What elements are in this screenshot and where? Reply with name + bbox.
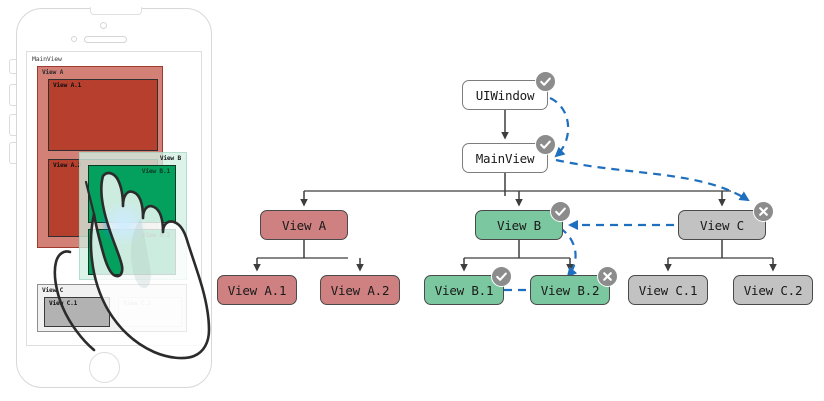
node-view-c1[interactable]: View C.1	[628, 275, 708, 305]
phone-notch	[90, 7, 142, 15]
node-uiwindow[interactable]: UIWindow	[462, 71, 556, 110]
phone-speaker-icon	[84, 36, 127, 43]
node-view-b[interactable]: View B	[475, 201, 571, 240]
cross-badge-icon	[597, 266, 618, 287]
phone-volume-down-button[interactable]	[9, 114, 16, 136]
phone-view-c-label: View C	[42, 287, 64, 294]
node-view-b1[interactable]: View B.1	[424, 266, 512, 305]
phone-view-c1[interactable]: View C.1	[44, 297, 110, 327]
node-view-a2[interactable]: View A.2	[320, 275, 400, 305]
screen-mainview-label: MainView	[32, 55, 62, 63]
phone-camera-icon	[100, 22, 107, 29]
phone-view-a-label: View A	[42, 69, 64, 76]
phone-silent-switch[interactable]	[9, 59, 16, 74]
node-view-b2[interactable]: View B.2	[530, 266, 618, 305]
pointing-hand-illustration	[8, 4, 220, 394]
tree-edges	[253, 96, 777, 296]
check-badge-icon	[550, 201, 571, 222]
node-view-b2-label: View B.2	[540, 282, 600, 298]
phone-mockup: MainView View A View A.1 View A.2 View C…	[8, 4, 220, 394]
phone-view-c1-label: View C.1	[49, 300, 78, 307]
phone-home-button[interactable]	[89, 352, 120, 383]
phone-sensor-icon	[71, 36, 77, 42]
phone-view-b1-label: View B.1	[141, 168, 170, 175]
node-uiwindow-label: UIWindow	[475, 87, 535, 103]
phone-side-button[interactable]	[9, 142, 16, 164]
node-view-a1-label: View A.1	[227, 282, 287, 298]
node-view-b-label: View B	[497, 217, 541, 233]
node-view-a[interactable]: View A	[260, 210, 348, 240]
cross-badge-icon	[753, 201, 774, 222]
node-view-c[interactable]: View C	[678, 201, 774, 240]
phone-view-a1-label: View A.1	[53, 82, 82, 89]
phone-view-a1[interactable]: View A.1	[48, 79, 158, 151]
node-view-a1[interactable]: View A.1	[217, 275, 297, 305]
node-mainview[interactable]: MainView	[462, 134, 556, 173]
node-view-c1-label: View C.1	[638, 282, 698, 298]
node-mainview-label: MainView	[475, 150, 535, 166]
node-view-a2-label: View A.2	[330, 282, 390, 298]
node-view-a-label: View A	[282, 217, 326, 233]
phone-volume-up-button[interactable]	[9, 84, 16, 106]
phone-view-b-label: View B	[159, 155, 181, 162]
node-view-c2-label: View C.2	[743, 282, 803, 298]
check-badge-icon	[535, 134, 556, 155]
view-hierarchy-tree: UIWindow MainView View A View B View C	[217, 0, 824, 401]
phone-view-a2-label: View A.2	[53, 162, 82, 169]
check-badge-icon	[491, 266, 512, 287]
node-view-c2[interactable]: View C.2	[733, 275, 813, 305]
node-view-c-label: View C	[700, 217, 744, 233]
check-badge-icon	[535, 71, 556, 92]
node-view-b1-label: View B.1	[434, 282, 494, 298]
